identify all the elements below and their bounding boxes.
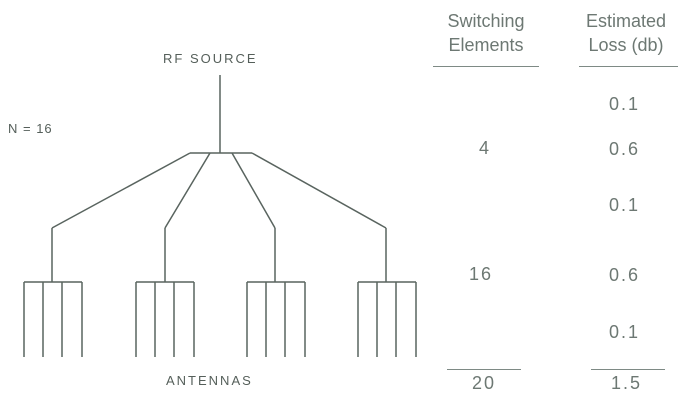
loss-value: 0.1 — [609, 94, 641, 114]
branch-line-3 — [231, 152, 276, 229]
loss-value: 0.6 — [609, 139, 641, 159]
total-loss: 1.5 — [611, 373, 643, 393]
branch-line-2 — [164, 152, 211, 229]
antennas-label: ANTENNAS — [166, 373, 253, 388]
branch-line-1 — [51, 152, 191, 229]
switching-elements-level1: 4 — [479, 138, 492, 158]
col2-total-rule — [591, 369, 665, 370]
switching-elements-header: Switching Elements — [426, 9, 546, 57]
loss-value: 0.6 — [609, 265, 641, 285]
total-switching-elements: 20 — [472, 373, 497, 393]
estimated-loss-header-text: Estimated Loss (db) — [585, 11, 667, 55]
col1-header-rule — [433, 66, 539, 67]
n-count-label: N = 16 — [8, 121, 53, 136]
rf-source-label: RF SOURCE — [163, 51, 258, 66]
estimated-loss-header: Estimated Loss (db) — [571, 9, 681, 57]
loss-value: 0.1 — [609, 195, 641, 215]
loss-value: 0.1 — [609, 322, 641, 342]
switching-elements-header-text: Switching Elements — [447, 11, 525, 55]
branch-line-4 — [251, 152, 387, 229]
col2-header-rule — [579, 66, 678, 67]
switching-elements-level2: 16 — [469, 264, 494, 284]
col1-total-rule — [447, 369, 521, 370]
